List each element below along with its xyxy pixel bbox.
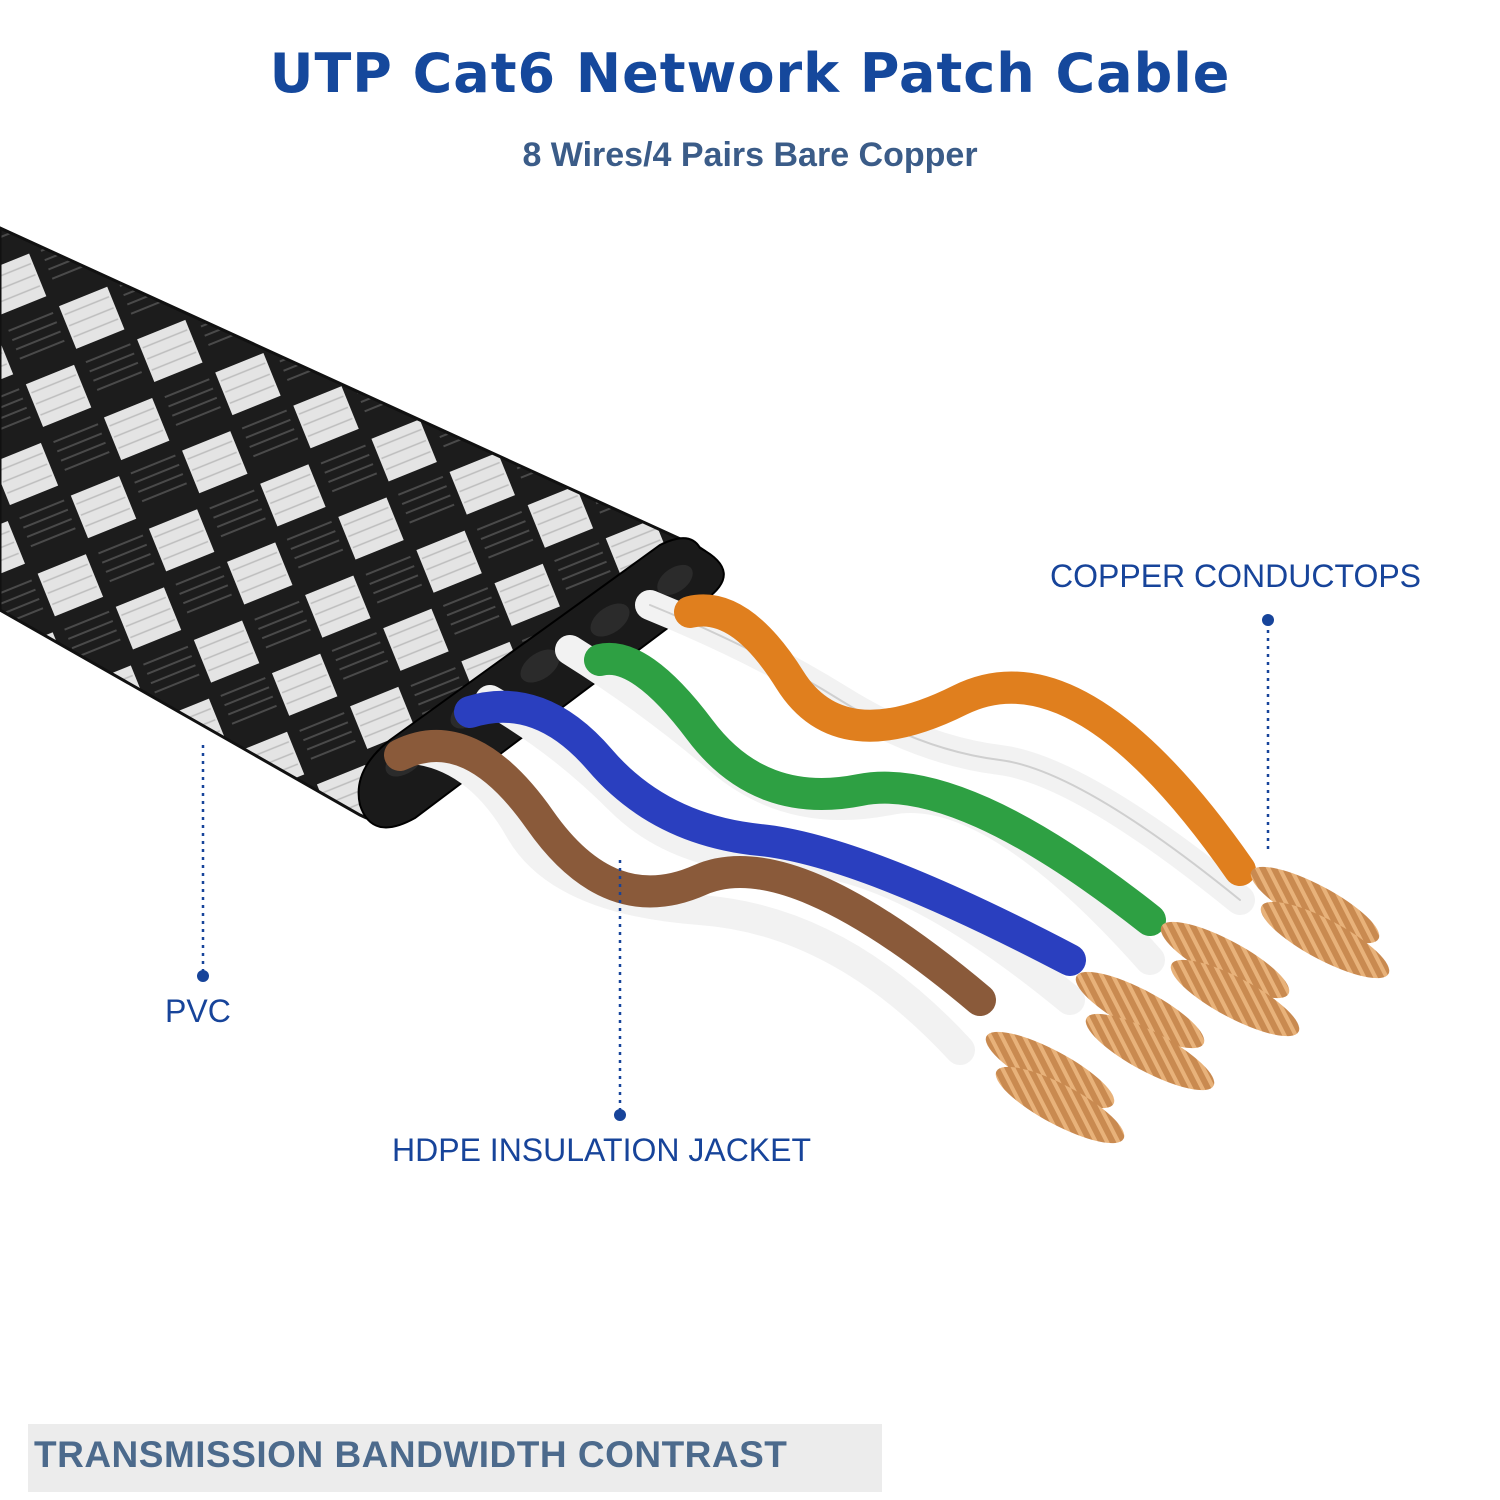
- footer-band: [28, 1424, 882, 1492]
- pvc-label: PVC: [165, 993, 231, 1029]
- braided-sheath: [0, 226, 719, 825]
- copper-conductors-label: COPPER CONDUCTOPS: [1050, 558, 1422, 594]
- leader-hdpe: [614, 860, 626, 1121]
- twisted-pairs: [384, 590, 1256, 1065]
- leader-copper: [1262, 614, 1274, 850]
- hdpe-insulation-label: HDPE INSULATION JACKET: [392, 1132, 812, 1168]
- copper-conductors: [985, 866, 1390, 1144]
- page-title: UTP Cat6 Network Patch Cable: [269, 42, 1231, 105]
- page-subtitle: 8 Wires/4 Pairs Bare Copper: [522, 136, 978, 174]
- footer-label: TRANSMISSION BANDWIDTH CONTRAST: [34, 1434, 788, 1475]
- leader-pvc: [197, 745, 209, 982]
